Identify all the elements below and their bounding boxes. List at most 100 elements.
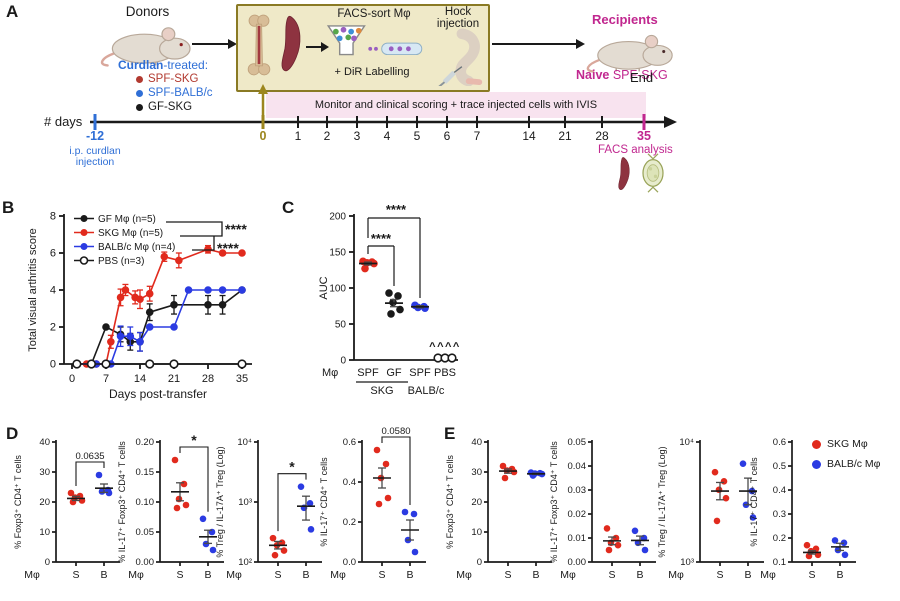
panel-e-chart-il17-foxp3: 0.000.010.020.030.040.05% IL-17⁺ Foxp3⁺ …	[549, 437, 656, 581]
legend-label: BALB/c Mφ	[827, 458, 881, 470]
svg-text:B: B	[406, 569, 413, 581]
facs-analysis-label: FACS analysis	[598, 144, 673, 156]
svg-text:0.10: 0.10	[136, 497, 155, 508]
svg-text:S: S	[378, 569, 385, 581]
svg-text:1: 1	[295, 129, 302, 143]
donor-group-dot	[136, 104, 143, 111]
svg-text:3: 3	[354, 129, 361, 143]
svg-text:20: 20	[471, 497, 482, 508]
svg-text:0.1: 0.1	[773, 557, 786, 568]
svg-text:% Treg / IL-17A⁺ Treg (Log): % Treg / IL-17A⁺ Treg (Log)	[657, 446, 667, 557]
svg-text:*: *	[191, 432, 197, 448]
svg-text:% IL-17⁺ Foxp3⁺ CD4⁺ T cells: % IL-17⁺ Foxp3⁺ CD4⁺ T cells	[549, 441, 559, 563]
svg-text:8: 8	[50, 211, 56, 223]
svg-text:4: 4	[50, 285, 56, 297]
svg-text:PBS: PBS	[434, 367, 456, 379]
svg-text:10: 10	[39, 527, 50, 538]
svg-text:10³: 10³	[238, 497, 252, 508]
series-pbsn	[72, 359, 247, 369]
svg-text:0.6: 0.6	[343, 437, 356, 448]
svg-text:21: 21	[168, 373, 180, 385]
svg-text:0: 0	[45, 557, 50, 568]
svg-text:14: 14	[134, 373, 146, 385]
svg-text:0.6: 0.6	[773, 437, 786, 448]
svg-text:14: 14	[522, 129, 536, 143]
svg-text:Days post-transfer: Days post-transfer	[109, 387, 207, 401]
svg-text:Mφ: Mφ	[128, 569, 144, 581]
donor-group-label: SPF-BALB/c	[148, 87, 213, 99]
svg-text:S: S	[72, 569, 79, 581]
lymph-node-icon	[642, 153, 664, 193]
curdlan-rest: -treated:	[163, 58, 209, 72]
donor-group-item: GF-SKG	[136, 101, 213, 114]
svg-text:30: 30	[39, 467, 50, 478]
curdlan-treated-label: Curdlan-treated:	[118, 58, 208, 72]
svg-text:-12: -12	[86, 129, 104, 143]
recipients-label: Recipients	[592, 12, 658, 27]
series-balbcmn	[73, 286, 246, 368]
bone-icon	[247, 14, 271, 76]
svg-text:4: 4	[384, 129, 391, 143]
svg-text:BALB/c: BALB/c	[408, 385, 445, 397]
panel-d-chart-il17-foxp3: 0.000.050.100.150.20% IL-17⁺ Foxp3⁺ CD4⁺…	[117, 432, 224, 581]
svg-text:150: 150	[329, 248, 346, 259]
svg-text:200: 200	[329, 212, 346, 223]
legend-dot	[812, 439, 821, 449]
svg-text:Mφ: Mφ	[330, 569, 346, 581]
legend-dot	[812, 459, 821, 469]
svg-text:AUC: AUC	[318, 276, 330, 299]
svg-text:i.p. curdlan: i.p. curdlan	[69, 145, 121, 157]
svg-text:% IL-17⁺ Foxp3⁺ CD4⁺ T cells: % IL-17⁺ Foxp3⁺ CD4⁺ T cells	[117, 441, 127, 563]
svg-text:40: 40	[39, 437, 50, 448]
svg-text:2: 2	[324, 129, 331, 143]
svg-text:0.02: 0.02	[568, 509, 587, 520]
naive-strain-label: Naive SPF-SKG	[576, 68, 668, 82]
svg-text:B: B	[532, 569, 539, 581]
svg-text:S: S	[716, 569, 723, 581]
spleen-icon	[281, 15, 301, 72]
svg-text:0.5: 0.5	[773, 461, 786, 472]
svg-text:0.0635: 0.0635	[75, 451, 104, 462]
donor-group-label: GF-SKG	[148, 101, 193, 113]
svg-text:B: B	[302, 569, 309, 581]
svg-text:S: S	[176, 569, 183, 581]
donors-label: Donors	[125, 4, 170, 19]
svg-text:40: 40	[471, 437, 482, 448]
svg-text:0: 0	[50, 359, 56, 371]
svg-text:Mφ: Mφ	[322, 367, 338, 379]
facs-sort-label: FACS-sort Mφ	[337, 8, 411, 20]
svg-text:7: 7	[103, 373, 109, 385]
svg-text:****: ****	[371, 231, 392, 246]
svg-text:35: 35	[236, 373, 248, 385]
panel-c-letter: C	[282, 198, 295, 217]
svg-text:S: S	[504, 569, 511, 581]
cell-sorter-icon	[326, 25, 423, 56]
svg-text:S: S	[808, 569, 815, 581]
svg-text:0.00: 0.00	[568, 557, 587, 568]
svg-text:B: B	[744, 569, 751, 581]
svg-text:Mφ: Mφ	[226, 569, 242, 581]
svg-text:SPF: SPF	[357, 367, 379, 379]
svg-text:0.15: 0.15	[136, 467, 155, 478]
svg-text:B: B	[100, 569, 107, 581]
svg-text:GF: GF	[386, 367, 402, 379]
svg-text:0.03: 0.03	[568, 485, 587, 496]
svg-text:0: 0	[260, 129, 267, 143]
svg-text:0: 0	[340, 356, 346, 367]
svg-text:28: 28	[595, 129, 609, 143]
donor-group-item: SPF-BALB/c	[136, 87, 213, 100]
svg-text:0.2: 0.2	[773, 533, 786, 544]
svg-text:5: 5	[414, 129, 421, 143]
svg-text:0.3: 0.3	[773, 509, 786, 520]
svg-text:Mφ: Mφ	[456, 569, 472, 581]
svg-text:SKG Mφ (n=5): SKG Mφ (n=5)	[98, 228, 163, 239]
naive-label: Naive	[576, 68, 610, 82]
svg-text:0.00: 0.00	[136, 557, 155, 568]
